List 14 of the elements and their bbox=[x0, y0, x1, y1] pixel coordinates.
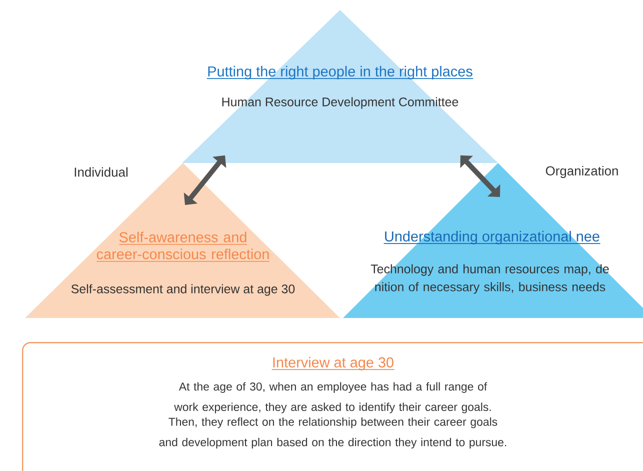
triangle bbox=[25, 163, 340, 318]
underlined-heading: Interview at age 30 bbox=[271, 356, 395, 370]
card-text: Then, they reflect on the relationship between their career goals and development plan based on the direction they intend to pursue. bbox=[159, 417, 506, 449]
interview-card bbox=[22, 342, 643, 471]
side-label: Organization bbox=[546, 166, 618, 178]
triangle bbox=[182, 10, 498, 163]
underlined-heading: Self-awareness and career-conscious reflection bbox=[96, 232, 270, 262]
triangle-text: Self-assessment and interview at age 30 bbox=[71, 284, 295, 296]
triangle bbox=[343, 163, 643, 318]
side-label: Individual bbox=[74, 167, 128, 177]
triangle-text: Human Resource Development Committee bbox=[222, 97, 458, 109]
card-text: At the age of 30, when an employee has had a full range of work experience, they are asked to identify their career goals. bbox=[174, 382, 491, 414]
underlined-heading: Putting the right people in the right places bbox=[206, 66, 474, 80]
double-arrow bbox=[460, 155, 500, 197]
